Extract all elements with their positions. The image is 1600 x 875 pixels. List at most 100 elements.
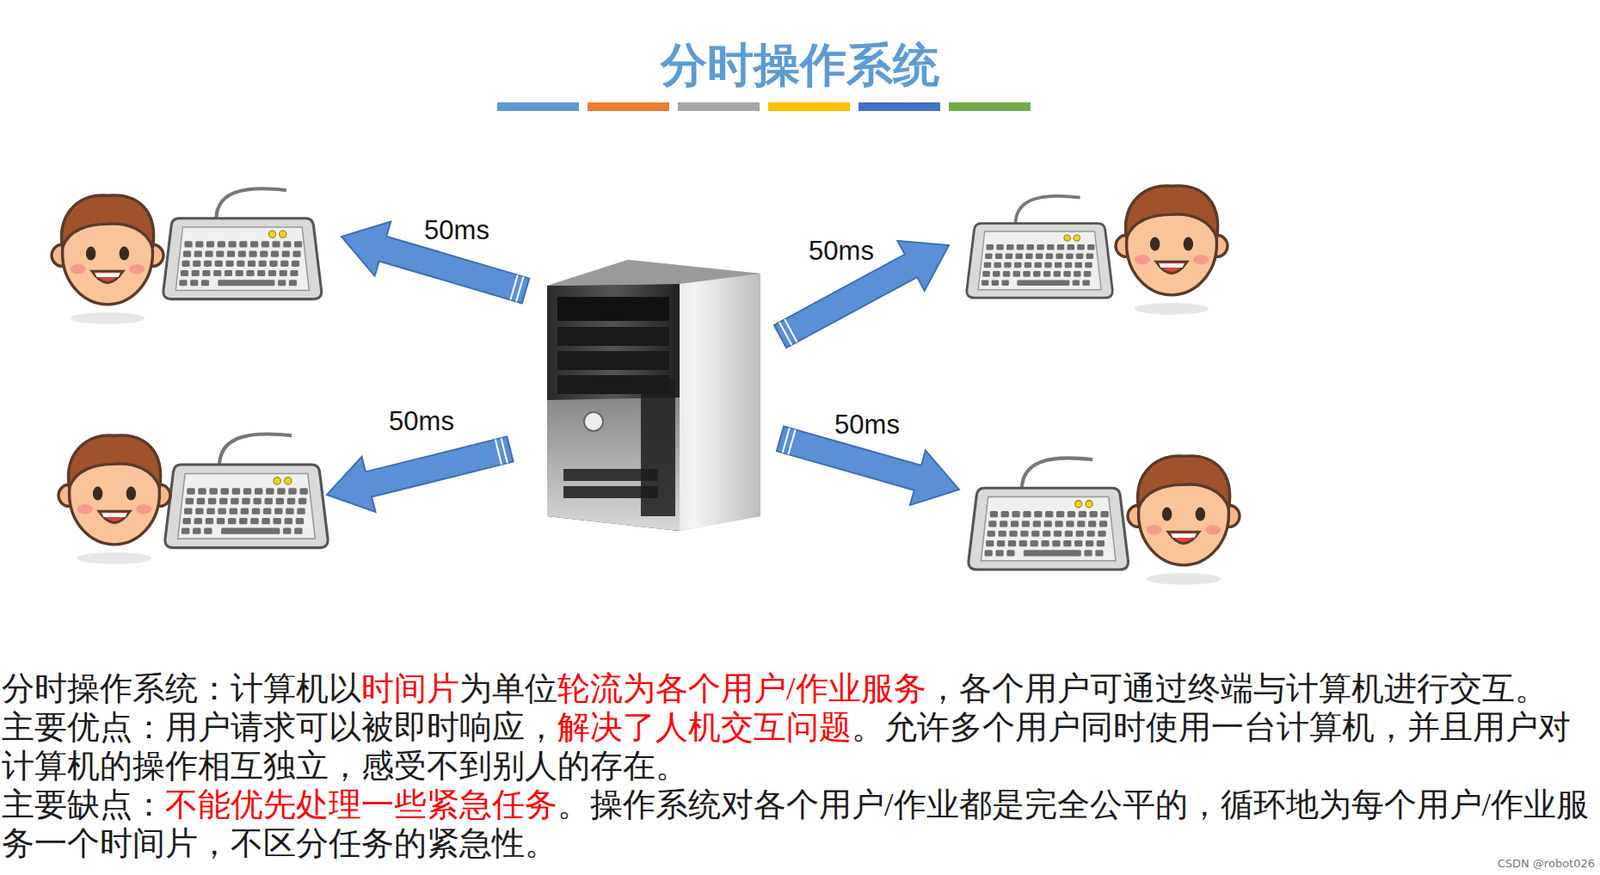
key — [1014, 262, 1022, 269]
key — [1088, 520, 1096, 527]
eye — [92, 486, 103, 501]
users — [51, 185, 1240, 585]
keyboard-panel — [175, 227, 309, 290]
key — [999, 520, 1008, 527]
user-face — [58, 435, 171, 565]
key — [184, 507, 192, 514]
key — [1076, 244, 1084, 251]
led — [273, 477, 281, 485]
shadow — [70, 312, 146, 325]
key — [202, 270, 210, 277]
key — [206, 240, 215, 247]
key — [291, 260, 300, 267]
key — [263, 507, 271, 514]
key — [1065, 520, 1074, 527]
key — [247, 260, 256, 267]
key — [288, 487, 296, 494]
key — [982, 270, 990, 277]
key — [1045, 510, 1053, 517]
arrow — [326, 436, 514, 512]
key — [1074, 262, 1082, 269]
key — [209, 487, 217, 494]
key — [221, 487, 229, 494]
keyboard-panel — [178, 473, 316, 540]
key — [248, 251, 257, 258]
key — [282, 251, 290, 258]
key — [1078, 510, 1087, 517]
keyboard-body — [968, 487, 1129, 570]
key — [287, 498, 296, 505]
key — [238, 251, 247, 258]
key — [998, 530, 1007, 537]
arrow-stripe — [501, 437, 508, 463]
key — [1022, 510, 1031, 517]
key — [205, 517, 214, 524]
key — [276, 498, 284, 505]
key — [1013, 270, 1021, 277]
key — [1084, 262, 1092, 269]
key — [1033, 270, 1040, 277]
keyboard-body — [966, 223, 1113, 298]
key — [1031, 530, 1040, 537]
teeth — [101, 512, 128, 517]
key — [993, 262, 1001, 269]
key — [229, 507, 238, 514]
body-text: 主要优点：用户请求可以被即时响应， — [1, 708, 558, 745]
key — [194, 517, 203, 524]
key — [988, 520, 997, 527]
key — [269, 260, 277, 267]
cheek — [1193, 254, 1209, 265]
key — [1076, 520, 1085, 527]
space-key — [221, 528, 274, 535]
key — [289, 270, 298, 277]
title: 分时操作系统 — [0, 34, 1600, 98]
key — [215, 251, 224, 258]
key — [196, 498, 205, 505]
key — [279, 270, 288, 277]
key — [271, 240, 280, 247]
key — [1072, 279, 1080, 286]
key — [981, 279, 989, 286]
key — [227, 240, 236, 247]
key — [990, 510, 998, 517]
arrow-stripe — [787, 429, 795, 455]
key — [1027, 244, 1034, 251]
key — [215, 260, 223, 267]
description-paragraph: 分时操作系统：计算机以时间片为单位轮流为各个用户/作业服务，各个用户可通过终端与… — [1, 669, 1595, 708]
key — [985, 540, 994, 547]
mouth — [98, 510, 130, 524]
key — [1001, 510, 1010, 517]
key — [1042, 530, 1051, 537]
key — [236, 260, 245, 267]
key — [283, 240, 291, 247]
arrow-stripe — [779, 321, 792, 345]
key — [1043, 270, 1051, 277]
key — [1083, 270, 1091, 277]
key — [1067, 510, 1076, 517]
mouth — [92, 270, 124, 284]
key — [274, 507, 283, 514]
key — [289, 279, 297, 286]
key — [265, 487, 274, 494]
key — [296, 507, 305, 514]
key — [195, 240, 204, 247]
key — [1074, 540, 1083, 547]
key — [184, 240, 192, 247]
key — [204, 251, 213, 258]
key — [195, 507, 204, 514]
key — [230, 498, 239, 505]
key — [298, 498, 307, 505]
key — [227, 251, 235, 258]
key — [1054, 520, 1063, 527]
key — [181, 528, 190, 535]
key — [243, 487, 252, 494]
highlight-text: 轮流为各个用户/作业服务 — [557, 670, 927, 707]
highlight-text: 时间片 — [361, 670, 460, 707]
highlight-text: 解决了人机交互问题 — [557, 708, 852, 745]
eye — [86, 246, 96, 261]
keyboard-cable — [219, 433, 292, 467]
key — [1053, 270, 1061, 277]
key — [264, 498, 273, 505]
keyboard-cable — [1021, 457, 1093, 490]
key — [261, 517, 270, 524]
